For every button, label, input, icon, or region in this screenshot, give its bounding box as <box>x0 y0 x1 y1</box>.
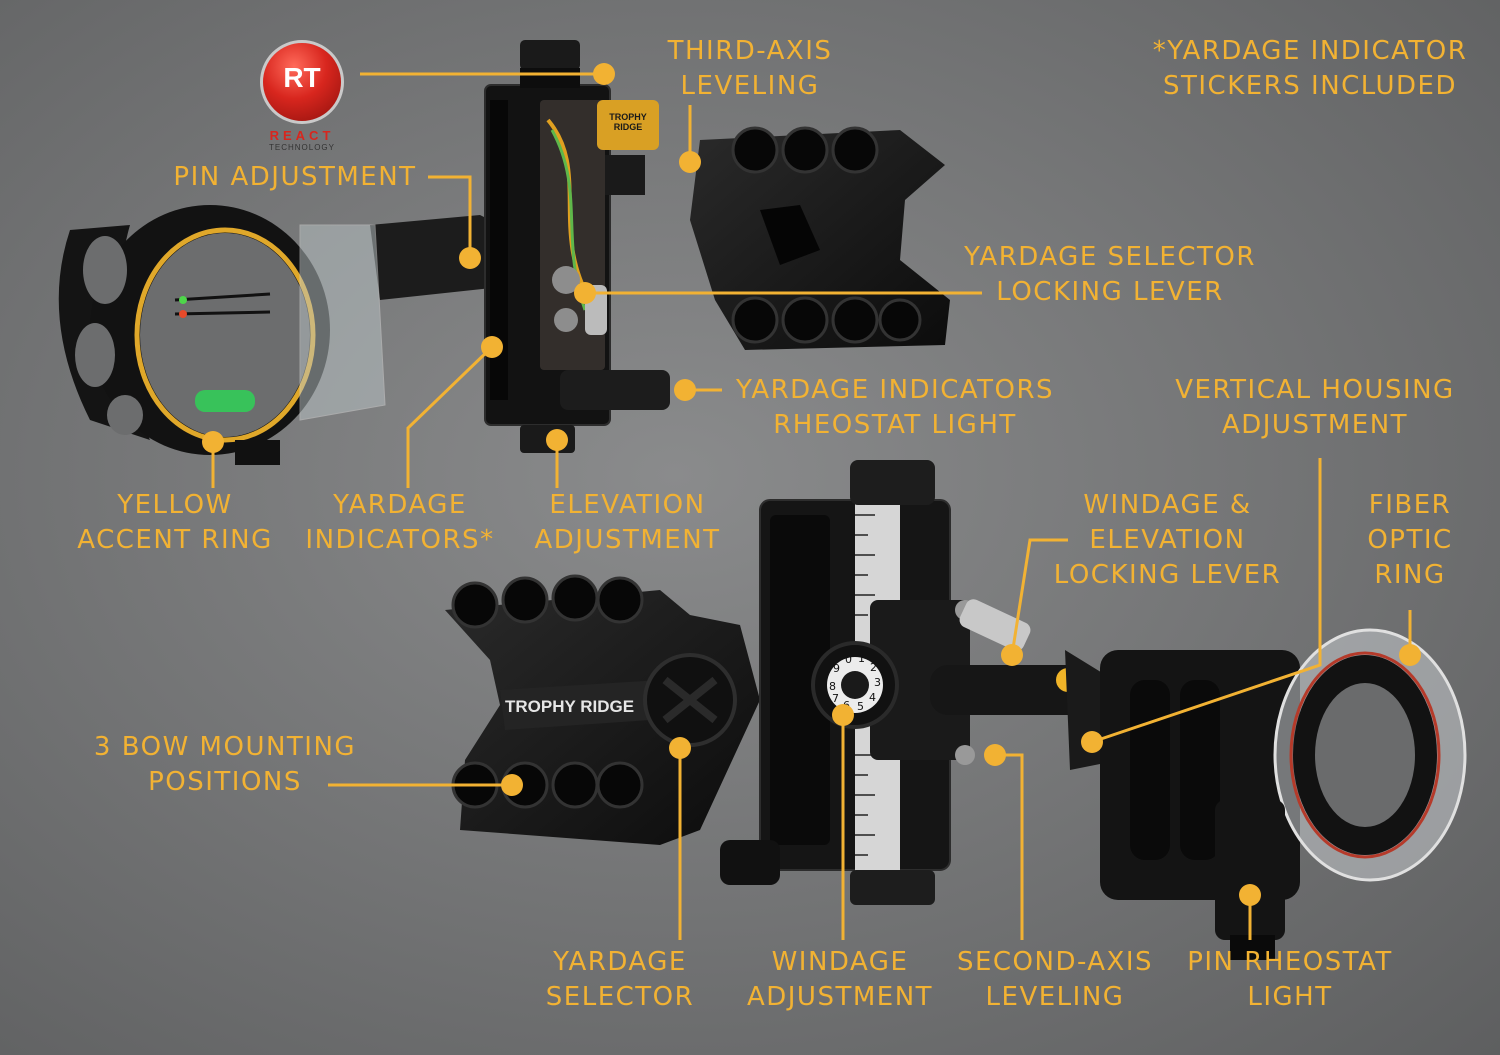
rt-logo-text: RT <box>283 62 321 93</box>
label-line: POSITIONS <box>148 767 302 797</box>
leader-dots <box>202 63 1421 906</box>
dot-third-axis-top <box>593 63 615 85</box>
label-line: FIBER <box>1368 490 1452 520</box>
label-vertical-housing-adjustment: VERTICAL HOUSING ADJUSTMENT <box>1160 373 1470 443</box>
label-line: YELLOW <box>117 490 233 520</box>
bottom-scope-housing <box>1100 628 1467 960</box>
dot-yardage-indicators <box>481 336 503 358</box>
rt-logo-subtitle: REACT <box>269 128 335 143</box>
label-yardage-selector: YARDAGE SELECTOR <box>520 945 720 1015</box>
dot-third-axis <box>679 151 701 173</box>
label-line: SECOND-AXIS <box>956 947 1154 977</box>
dial-number: 2 <box>870 661 877 674</box>
dot-pin-adjustment <box>459 247 481 269</box>
label-line: RING <box>1374 560 1446 590</box>
label-line: ADJUSTMENT <box>746 982 934 1012</box>
dial-number: 4 <box>869 691 876 704</box>
leader-pin-adjustment <box>428 175 472 258</box>
label-third-axis-leveling: THIRD-AXIS LEVELING <box>640 34 860 104</box>
dot-fiber-optic <box>1399 644 1421 666</box>
bottom-mounting-bar: TROPHY RIDGE <box>445 574 760 845</box>
yardage-dial: 8 9 0 1 2 3 4 5 6 7 <box>811 641 899 729</box>
label-elevation-adjustment: ELEVATION ADJUSTMENT <box>515 488 740 558</box>
label-line: *YARDAGE INDICATOR <box>1152 36 1468 66</box>
label-line: STICKERS INCLUDED <box>1163 71 1457 101</box>
dot-indicators-light <box>674 379 696 401</box>
top-sight-arm <box>370 215 520 300</box>
dial-number: 5 <box>857 700 864 713</box>
label-line: LIGHT <box>1247 982 1333 1012</box>
top-mounting-bar <box>690 126 950 350</box>
leader-vertical-housing <box>1091 458 1322 744</box>
label-yardage-indicators: YARDAGE INDICATORS* <box>295 488 505 558</box>
label-line: THIRD-AXIS <box>667 36 833 66</box>
label-line: ADJUSTMENT <box>1221 410 1409 440</box>
label-line: LOCKING LEVER <box>1053 560 1282 590</box>
top-brand-plate: TROPHY RIDGE <box>609 112 647 132</box>
dial-number: 8 <box>829 680 836 693</box>
dot-elevation <box>546 429 568 451</box>
label-line: YARDAGE INDICATORS <box>735 375 1055 405</box>
dot-yardage-selector <box>669 737 691 759</box>
label-line: VERTICAL HOUSING <box>1175 375 1455 405</box>
label-line: ELEVATION <box>1089 525 1246 555</box>
label-fiber-optic-ring: FIBER OPTIC RING <box>1350 488 1470 593</box>
leader-second-axis <box>995 753 1024 940</box>
bottom-sight: TROPHY RIDGE <box>445 460 1467 960</box>
label-line: LEVELING <box>680 71 820 101</box>
label-stickers-included: *YARDAGE INDICATOR STICKERS INCLUDED <box>1130 34 1490 104</box>
label-line: ACCENT RING <box>77 525 273 555</box>
label-line: LOCKING LEVER <box>996 277 1224 307</box>
dot-windage <box>832 704 854 726</box>
label-line: WINDAGE <box>771 947 909 977</box>
bottom-brand-plate: TROPHY RIDGE <box>505 697 634 716</box>
label-line: YARDAGE SELECTOR <box>964 242 1256 272</box>
dot-yellow-ring <box>202 431 224 453</box>
dial-number: 1 <box>858 652 865 665</box>
top-scope-ring <box>58 205 386 465</box>
label-yardage-selector-locking-lever: YARDAGE SELECTOR LOCKING LEVER <box>955 240 1265 310</box>
dot-yardage-lever <box>574 282 596 304</box>
dot-pin-rheostat <box>1239 884 1261 906</box>
label-line: 3 BOW MOUNTING <box>93 732 357 762</box>
label-line: YARDAGE <box>333 490 467 520</box>
label-line: ELEVATION <box>549 490 706 520</box>
dial-number: 3 <box>874 676 881 689</box>
label-bow-mounting-positions: 3 BOW MOUNTING POSITIONS <box>70 730 380 800</box>
label-line: WINDAGE & <box>1083 490 1252 520</box>
label-pin-rheostat-light: PIN RHEOSTAT LIGHT <box>1170 945 1410 1015</box>
elevation-scale <box>855 514 875 856</box>
label-line: INDICATORS* <box>305 525 495 555</box>
label-second-axis-leveling: SECOND-AXIS LEVELING <box>945 945 1165 1015</box>
dot-vertical-housing <box>1081 731 1103 753</box>
label-line: YARDAGE <box>553 947 687 977</box>
dial-number: 7 <box>832 692 839 705</box>
label-yellow-accent-ring: YELLOW ACCENT RING <box>60 488 290 558</box>
rt-react-technology-logo: RT REACT TECHNOLOGY <box>250 40 360 155</box>
leader-yardage-indicators <box>406 345 494 488</box>
label-line: PIN RHEOSTAT <box>1187 947 1393 977</box>
label-line: SELECTOR <box>545 982 695 1012</box>
label-pin-adjustment: PIN ADJUSTMENT <box>150 160 440 195</box>
label-yardage-indicators-rheostat: YARDAGE INDICATORS RHEOSTAT LIGHT <box>725 373 1065 443</box>
label-line: LEVELING <box>985 982 1125 1012</box>
dot-bow-mounting <box>501 774 523 796</box>
dot-second-axis <box>984 744 1006 766</box>
label-windage-adjustment: WINDAGE ADJUSTMENT <box>730 945 950 1015</box>
dial-number: 0 <box>845 653 852 666</box>
label-line: RHEOSTAT LIGHT <box>773 410 1017 440</box>
leader-lines <box>211 72 1412 940</box>
label-windage-elevation-locking-lever: WINDAGE & ELEVATION LOCKING LEVER <box>1040 488 1295 593</box>
dot-windage-elevation-lever <box>1001 644 1023 666</box>
label-line: PIN ADJUSTMENT <box>173 162 417 192</box>
label-line: ADJUSTMENT <box>534 525 721 555</box>
leader-windage-elevation-lever <box>1010 538 1068 656</box>
dial-number: 9 <box>833 662 840 675</box>
label-line: OPTIC <box>1367 525 1453 555</box>
rt-logo-ball <box>260 40 344 124</box>
rt-logo-subtitle-small: TECHNOLOGY <box>268 143 335 152</box>
